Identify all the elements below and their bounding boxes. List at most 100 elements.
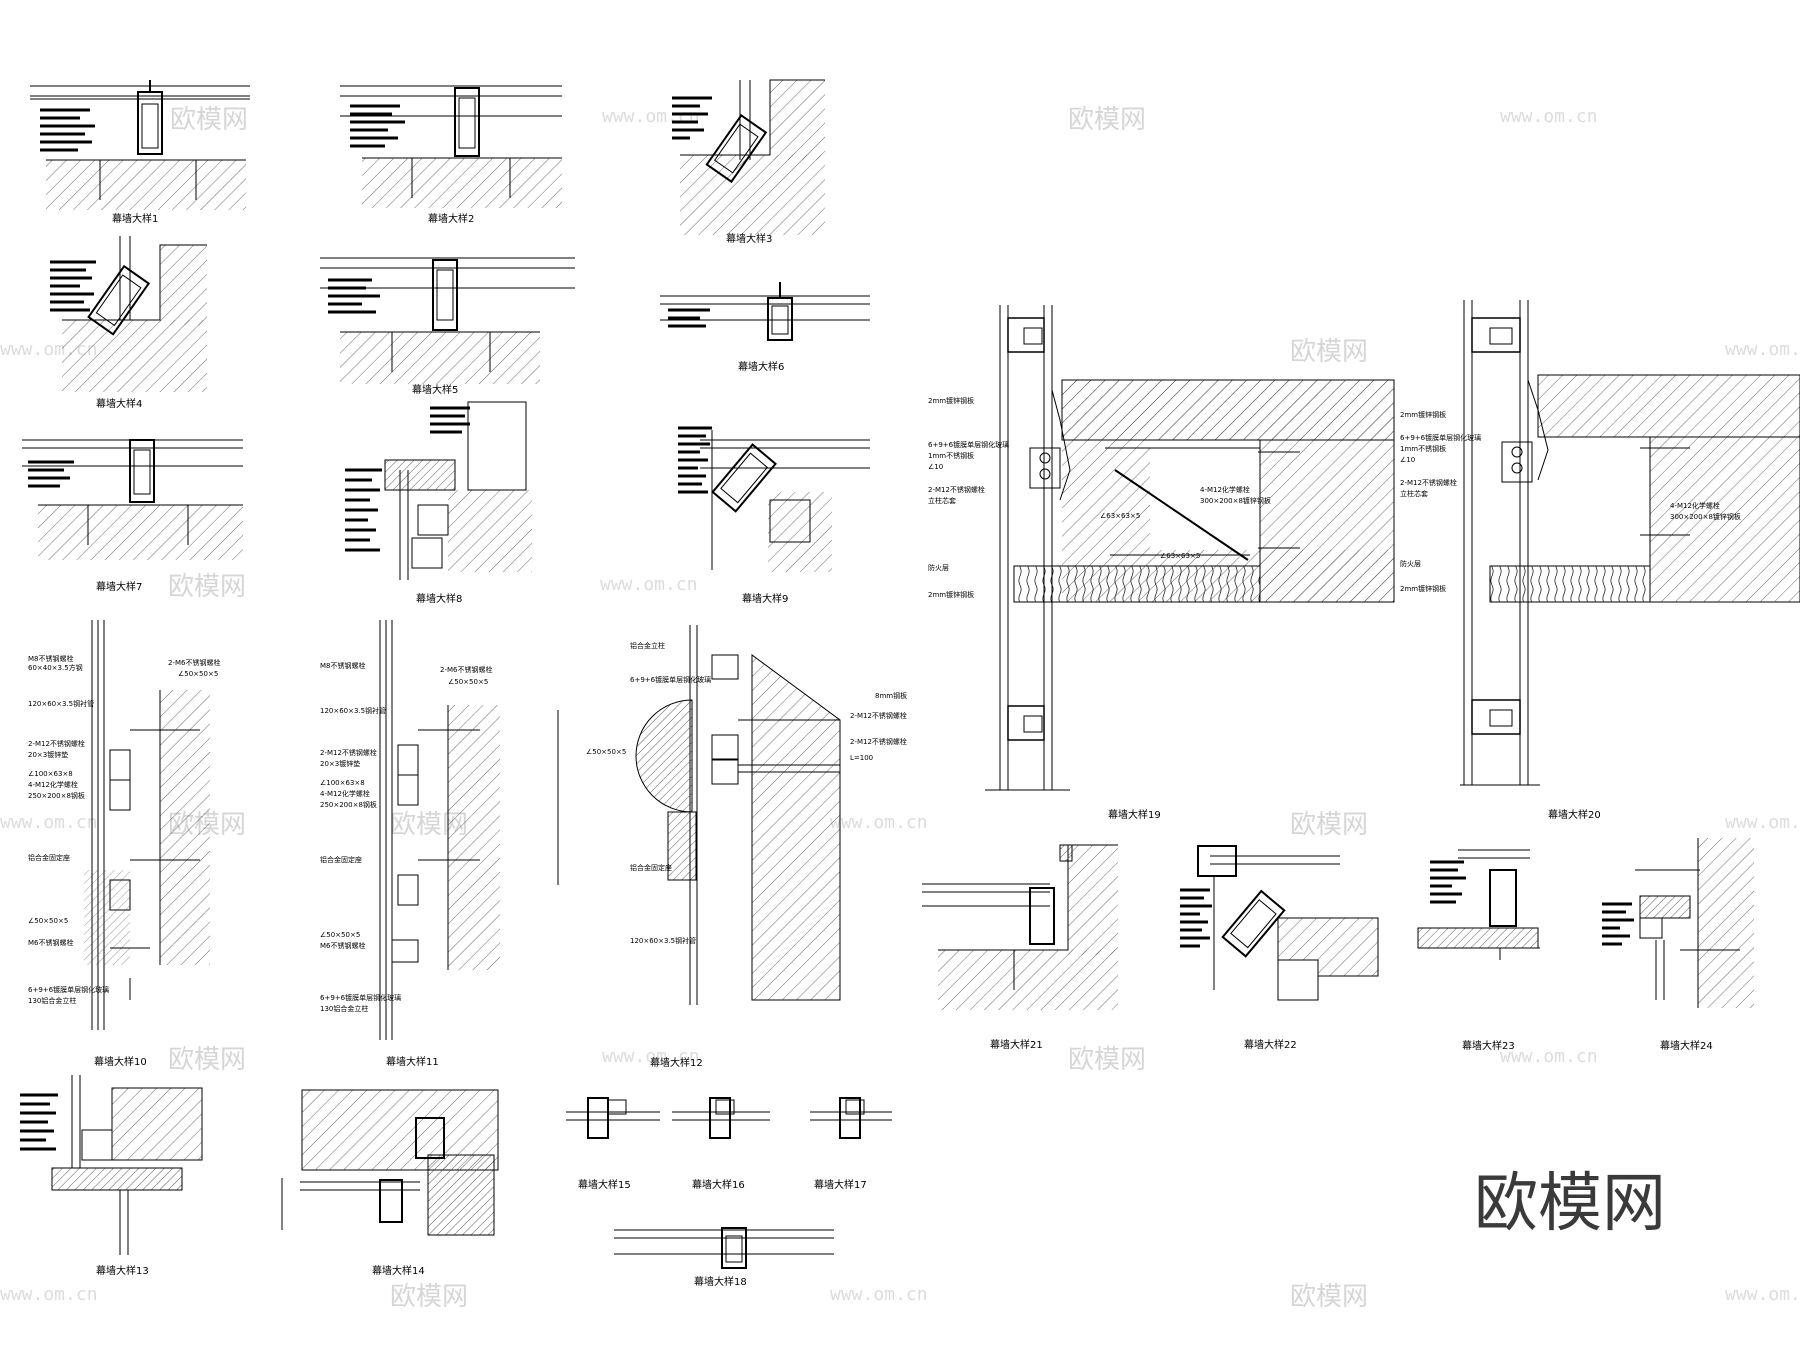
detail-10: M8不锈钢螺栓 60×40×3.5方钢 2-M6不锈钢螺栓 ∠50×50×5 1… <box>28 620 220 1068</box>
annotation-d10-10: 250×200×8钢板 <box>28 791 85 800</box>
caption-detail-1: 幕墙大样1 <box>112 212 158 225</box>
watermark-cn: 欧模网 <box>1290 810 1368 840</box>
detail-11: M8不锈钢螺栓 2-M6不锈钢螺栓 ∠50×50×5 120×60×3.5钢衬管… <box>320 620 500 1068</box>
annotation-d19-9: 防火层 <box>928 563 949 572</box>
annotation-d12-3: 8mm钢板 <box>875 691 907 700</box>
detail-4: 幕墙大样4 <box>50 236 207 410</box>
annotation-d10-12: ∠50×50×5 <box>28 917 68 925</box>
watermark-layer: 欧模网 欧模网 www.om.cn www.om.cn 欧模网 www.om.c… <box>0 105 1800 1312</box>
detail-18: 幕墙大样18 <box>614 1227 834 1288</box>
watermark-url: www.om.cn <box>0 1284 98 1305</box>
annotation-d11-1: M8不锈钢螺栓 <box>320 661 366 670</box>
detail-16: 幕墙大样16 <box>672 1097 770 1191</box>
annotation-d11-4: 120×60×3.5钢衬管 <box>320 706 386 715</box>
annotation-d10-3: 2-M6不锈钢螺栓 <box>168 658 220 667</box>
caption-detail-23: 幕墙大样23 <box>1462 1039 1515 1052</box>
annotation-d11-8: 4-M12化学螺栓 <box>320 789 370 798</box>
annotation-d10-14: 6+9+6镀膜单层钢化玻璃 <box>28 985 109 994</box>
caption-detail-7: 幕墙大样7 <box>96 580 142 593</box>
caption-detail-8: 幕墙大样8 <box>416 592 462 605</box>
detail-24: 幕墙大样24 <box>1602 838 1754 1052</box>
annotation-d19-12: 2mm镀锌钢板 <box>928 396 974 405</box>
watermark-url: www.om.cn <box>1500 106 1598 127</box>
annotation-d10-11: 铝合金固定座 <box>28 853 70 862</box>
detail-7: 幕墙大样7 <box>22 439 243 593</box>
detail-14: 幕墙大样14 <box>281 1089 499 1277</box>
annotation-d10-9: 4-M12化学螺栓 <box>28 780 78 789</box>
caption-detail-22: 幕墙大样22 <box>1244 1038 1297 1051</box>
annotation-d12-1: 铝合金立柱 <box>630 641 665 650</box>
annotation-d12-7: L=100 <box>850 754 873 762</box>
caption-detail-20: 幕墙大样20 <box>1548 808 1601 821</box>
annotation-d11-12: M6不锈钢螺栓 <box>320 941 366 950</box>
annotation-d11-9: 250×200×8钢板 <box>320 800 377 809</box>
watermark-cn: 欧模网 <box>1068 1045 1146 1075</box>
watermark-cn: 欧模网 <box>1290 337 1368 367</box>
annotation-d11-14: 130铝合金立柱 <box>320 1004 368 1013</box>
caption-detail-14: 幕墙大样14 <box>372 1264 425 1277</box>
caption-detail-3: 幕墙大样3 <box>726 232 772 245</box>
annotation-d11-2: 2-M6不锈钢螺栓 <box>440 665 492 674</box>
annotation-d12-4: ∠50×50×5 <box>586 748 626 756</box>
annotation-d11-10: 铝合金固定座 <box>320 855 362 864</box>
detail-1: 幕墙大样1 <box>30 80 250 225</box>
annotation-d19-8: 300×200×8镀锌钢板 <box>1200 496 1271 505</box>
detail-5: 幕墙大样5 <box>320 257 575 396</box>
detail-22: 幕墙大样22 <box>1180 845 1379 1051</box>
annotation-d20-2: 1mm不锈钢板 <box>1400 444 1446 453</box>
caption-detail-10: 幕墙大样10 <box>94 1055 147 1068</box>
annotation-d19-7: 4-M12化学螺栓 <box>1200 485 1250 494</box>
caption-detail-18: 幕墙大样18 <box>694 1275 747 1288</box>
annotation-d10-15: 130铝合金立柱 <box>28 996 76 1005</box>
annotation-d10-4: ∠50×50×5 <box>178 670 218 678</box>
annotation-d10-6: 2-M12不锈钢螺栓 <box>28 739 85 748</box>
annotation-d20-4: 2-M12不锈钢螺栓 <box>1400 478 1457 487</box>
annotation-d10-1: M8不锈钢螺栓 <box>28 654 74 663</box>
detail-6: 幕墙大样6 <box>660 282 870 373</box>
detail-3: 幕墙大样3 <box>672 79 825 245</box>
annotation-d20-5: 立柱芯套 <box>1400 489 1428 498</box>
annotation-d11-13: 6+9+6镀膜单层钢化玻璃 <box>320 993 401 1002</box>
watermark-url: www.om.cn <box>0 812 98 833</box>
annotation-d19-11: ∠63×63×5 <box>1160 552 1200 560</box>
annotation-d20-1: 6+9+6镀膜单层钢化玻璃 <box>1400 433 1481 442</box>
watermark-url: www.om.cn <box>1725 812 1800 833</box>
watermark-url: www.om.cn <box>1725 339 1800 360</box>
annotation-d20-10: 2mm镀锌钢板 <box>1400 410 1446 419</box>
detail-23: 幕墙大样23 <box>1417 849 1540 1052</box>
caption-detail-19: 幕墙大样19 <box>1108 808 1161 821</box>
annotation-d11-11: ∠50×50×5 <box>320 931 360 939</box>
annotation-d20-8: 防火层 <box>1400 559 1421 568</box>
annotation-d10-13: M6不锈钢螺栓 <box>28 938 74 947</box>
caption-detail-5: 幕墙大样5 <box>412 383 458 396</box>
annotation-d11-3: ∠50×50×5 <box>448 678 488 686</box>
caption-detail-13: 幕墙大样13 <box>96 1264 149 1277</box>
annotation-d10-8: ∠100×63×8 <box>28 770 73 778</box>
annotation-d19-5: 立柱芯套 <box>928 496 956 505</box>
annotation-d11-6: 20×3镀锌垫 <box>320 759 360 768</box>
detail-15: 幕墙大样15 <box>566 1097 660 1191</box>
annotation-d20-3: ∠10 <box>1400 456 1415 464</box>
annotation-d10-5: 120×60×3.5钢衬管 <box>28 699 94 708</box>
annotation-d11-5: 2-M12不锈钢螺栓 <box>320 748 377 757</box>
watermark-cn: 欧模网 <box>168 572 246 602</box>
caption-detail-2: 幕墙大样2 <box>428 212 474 225</box>
detail-21: 幕墙大样21 <box>922 844 1118 1051</box>
detail-20: 6+9+6镀膜单层钢化玻璃 1mm不锈钢板 ∠10 2-M12不锈钢螺栓 立柱芯… <box>1400 300 1800 821</box>
caption-detail-16: 幕墙大样16 <box>692 1178 745 1191</box>
watermark-cn: 欧模网 <box>1290 1282 1368 1312</box>
caption-detail-15: 幕墙大样15 <box>578 1178 631 1191</box>
annotation-d20-9: 2mm镀锌钢板 <box>1400 584 1446 593</box>
brand-logo: 欧模网 <box>1474 1167 1666 1241</box>
annotation-d12-9: 120×60×3.5钢衬管 <box>630 936 696 945</box>
watermark-cn: 欧模网 <box>170 105 248 135</box>
detail-2: 幕墙大样2 <box>340 85 562 225</box>
caption-detail-9: 幕墙大样9 <box>742 592 788 605</box>
watermark-url: www.om.cn <box>830 1284 928 1305</box>
annotation-d19-2: 1mm不锈钢板 <box>928 451 974 460</box>
annotation-d19-3: ∠10 <box>928 463 943 471</box>
caption-detail-11: 幕墙大样11 <box>386 1055 439 1068</box>
annotation-d19-4: 2-M12不锈钢螺栓 <box>928 485 985 494</box>
annotation-d11-7: ∠100×63×8 <box>320 779 365 787</box>
